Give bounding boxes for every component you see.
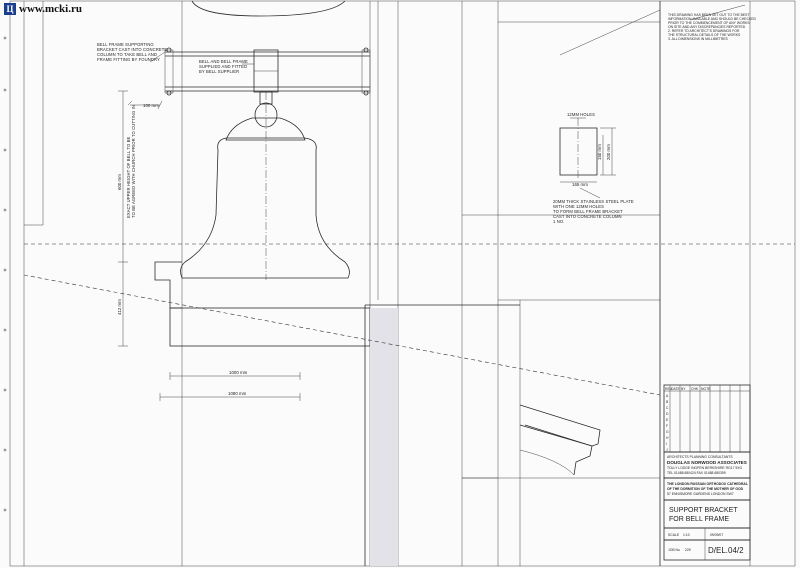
general-note-1: THIS DRAWING HAS BEEN SET OUT TO THE BES…	[668, 13, 750, 17]
horizontal-dimensions	[159, 372, 301, 401]
client-line-3: 57 ENNISMORE GARDENS LONDON SW7	[667, 492, 734, 496]
dim-150: 150 mm	[597, 144, 602, 160]
rev-row-5: F	[666, 424, 668, 428]
note-bell-support-3: COLUMN TO TAKE BELL AND	[97, 52, 157, 57]
rev-row-0: A	[666, 394, 669, 398]
general-note-3: PRIOR TO THE COMMENCEMENT OF ANY WORKS	[668, 21, 750, 25]
rev-header-2: BY	[681, 387, 686, 391]
rev-header-1: DATE	[671, 387, 681, 391]
site-watermark: Ц www.mcki.ru	[4, 2, 82, 16]
dim-412: 412 mm	[117, 299, 122, 315]
note-bell-frame-3: BY BELL SUPPLIER	[199, 69, 239, 74]
rev-row-8: I	[666, 442, 667, 446]
client-block: THE LONDON RUSSIAN ORTHODOX CATHEDRAL OF…	[663, 477, 751, 501]
note-bell-frame-1: BELL AND BELL FRAME	[199, 59, 248, 64]
concrete-column	[154, 261, 520, 566]
bell-outline	[180, 91, 350, 280]
dim-1080: 1080 mm	[228, 391, 247, 396]
drawing-number: D/EL.04/2	[708, 546, 744, 555]
building-structure	[181, 0, 751, 566]
date-value: 09/09/07	[710, 533, 723, 537]
bell-frame-beam	[164, 47, 371, 96]
title-block: SUPPORT BRACKET FOR BELL FRAME SCALE 1:1…	[663, 499, 751, 561]
rev-header-0: REV	[665, 387, 673, 391]
scale-label: SCALE	[668, 533, 680, 537]
dim-100: 100 mm	[143, 103, 159, 108]
architects-block: ARCHITECTS PLANNING CONSULTANTS DOUGLAS …	[663, 451, 751, 479]
plate-detail	[559, 117, 616, 183]
general-note-2: INFORMATION AVAILABLE AND SHOULD BE CHEC…	[668, 17, 757, 21]
sheet-border	[9, 0, 796, 567]
note-bell-frame-2: SUPPLIED AND FITTED	[199, 64, 247, 69]
drawing-title-line-2: FOR BELL FRAME	[669, 516, 729, 523]
note-bell-support-2: BRACKET CAST INTO CONCRETE	[97, 47, 167, 52]
architects-line-1: ARCHITECTS PLANNING CONSULTANTS	[667, 455, 733, 459]
general-note-6: THE STRUCTURAL DETAILS OF THE WORKS	[668, 33, 741, 37]
note-vertical-2: TO BE AGREED WITH CHURCH PRIOR TO CUTTIN…	[131, 105, 136, 218]
job-label: JOB No	[668, 548, 680, 552]
architects-line-4: TEL 01488 680424 FAX 01488 680399	[667, 471, 726, 475]
plate-note-3: TO FORM BELL FRAME BRACKET	[553, 209, 623, 214]
rev-row-9: J	[666, 448, 668, 452]
revision-table: REV DATE BY CHK NOTE A B C D E F G H I J	[663, 384, 751, 453]
eave-bracket	[519, 404, 601, 476]
rev-header-4: NOTE	[701, 387, 711, 391]
rev-row-7: H	[666, 436, 669, 440]
job-value: 225	[685, 548, 691, 552]
rev-header-3: CHK	[691, 387, 699, 391]
rev-row-2: C	[666, 406, 669, 410]
site-logo-icon: Ц	[4, 3, 16, 15]
rev-row-6: G	[666, 430, 669, 434]
note-vertical-1: EXACT UPPER HEIGHT OF BELL TO BE	[126, 137, 131, 218]
plate-note-2: WITH ONE 12MM HOLES	[553, 204, 604, 209]
leader-lines	[149, 51, 601, 199]
general-note-4: ON SITE AND ANY DISCREPANCIES REPORTED	[668, 25, 746, 29]
plate-note-5: 1 NO.	[553, 219, 564, 224]
roof-slope-line	[23, 274, 661, 396]
column-shading	[370, 308, 398, 566]
rev-row-3: D	[666, 412, 669, 416]
plate-holes-label: 12MM HOLES	[567, 112, 595, 117]
dim-1000: 1000 mm	[229, 370, 248, 375]
dim-600: 600 mm	[117, 174, 122, 190]
note-bell-support-1: BELL FRAME SUPPORTING	[97, 42, 154, 47]
dim-200: 200 mm	[606, 144, 611, 160]
client-line-1: THE LONDON RUSSIAN ORTHODOX CATHEDRAL	[667, 482, 748, 486]
rev-row-1: B	[666, 400, 669, 404]
client-line-2: OF THE DORMITION OF THE MOTHER OF GOD	[667, 487, 744, 491]
note-bell-support-4: FRAME FITTING BY FOUNDRY	[97, 57, 160, 62]
binding-holes	[3, 36, 7, 512]
plate-note-1: 20MM THICK STAINLESS STEEL PLATE	[553, 199, 634, 204]
architects-line-3: TOLLY LODGE INGPEN BERKSHIRE RG17 9XG	[667, 466, 743, 470]
drawing-title-line-1: SUPPORT BRACKET	[669, 507, 738, 514]
vertical-dimensions	[118, 90, 163, 347]
general-notes: THIS DRAWING HAS BEEN SET OUT TO THE BES…	[668, 13, 757, 41]
general-note-7: 3. ALL DIMENSIONS IN MILLIMETRES	[668, 37, 729, 41]
scale-value: 1:10	[683, 533, 690, 537]
site-url-link[interactable]: www.mcki.ru	[19, 3, 82, 15]
plate-note-4: CAST INTO CONCRETE COLUMN	[553, 214, 622, 219]
general-note-5: 2. REFER TO ARCHITECT'S DRAWINGS FOR	[668, 29, 740, 33]
dim-165: 165 mm	[572, 182, 588, 187]
rev-row-4: E	[666, 418, 669, 422]
architects-line-2: DOUGLAS NORWOOD ASSOCIATES	[667, 460, 747, 465]
